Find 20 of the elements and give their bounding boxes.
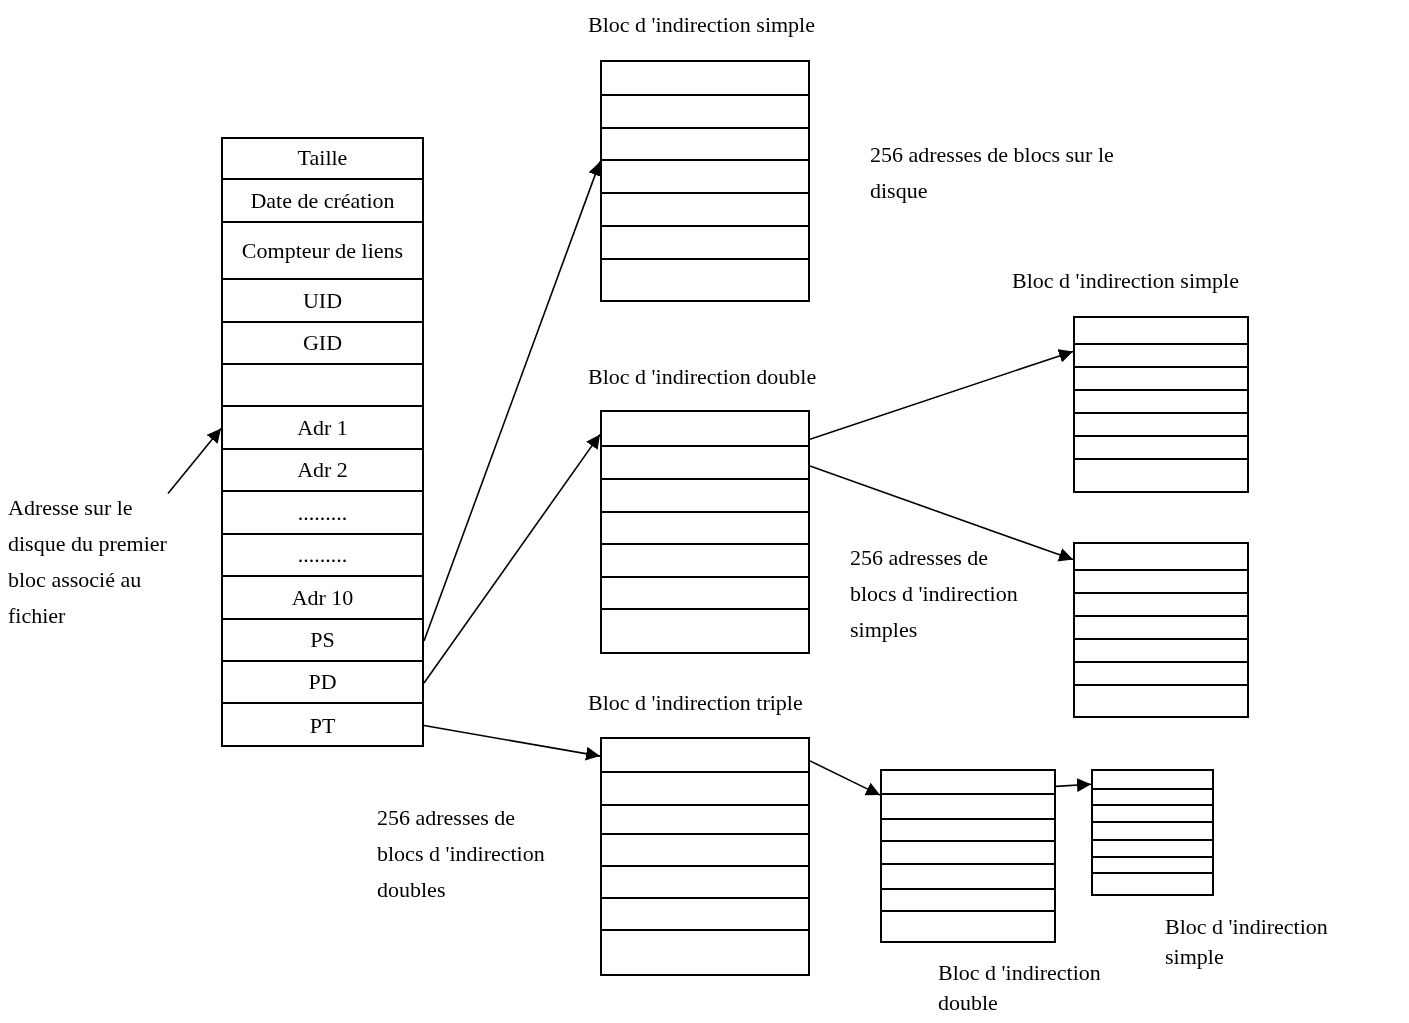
arrow xyxy=(423,160,602,642)
arrow xyxy=(167,427,222,495)
arrow xyxy=(809,760,881,796)
block-heading: Bloc d 'indirection double xyxy=(588,363,818,391)
arrow xyxy=(809,349,1074,441)
inode-row: PT xyxy=(221,704,424,747)
callout-text: Adresse sur le disque du premier bloc associé au fichier xyxy=(8,490,168,634)
block-annotation: 256 adresses de blocs d 'indirection simples xyxy=(850,544,1019,644)
block-heading: Bloc d 'indirection double xyxy=(938,959,1102,1017)
block-annotation: 256 adresses de blocs sur le disque xyxy=(870,141,1115,205)
arrow xyxy=(1055,778,1092,793)
block-heading: Bloc d 'indirection simple xyxy=(1165,913,1329,971)
arrow xyxy=(809,465,1074,562)
block-heading: Bloc d 'indirection simple xyxy=(1012,267,1240,295)
arrow xyxy=(423,724,601,761)
block-heading: Bloc d 'indirection simple xyxy=(588,11,816,39)
block-heading: Bloc d 'indirection triple xyxy=(588,689,804,717)
inode-table xyxy=(221,137,424,747)
arrow xyxy=(423,433,601,684)
block-annotation: 256 adresses de blocs d 'indirection doubles xyxy=(377,804,546,904)
